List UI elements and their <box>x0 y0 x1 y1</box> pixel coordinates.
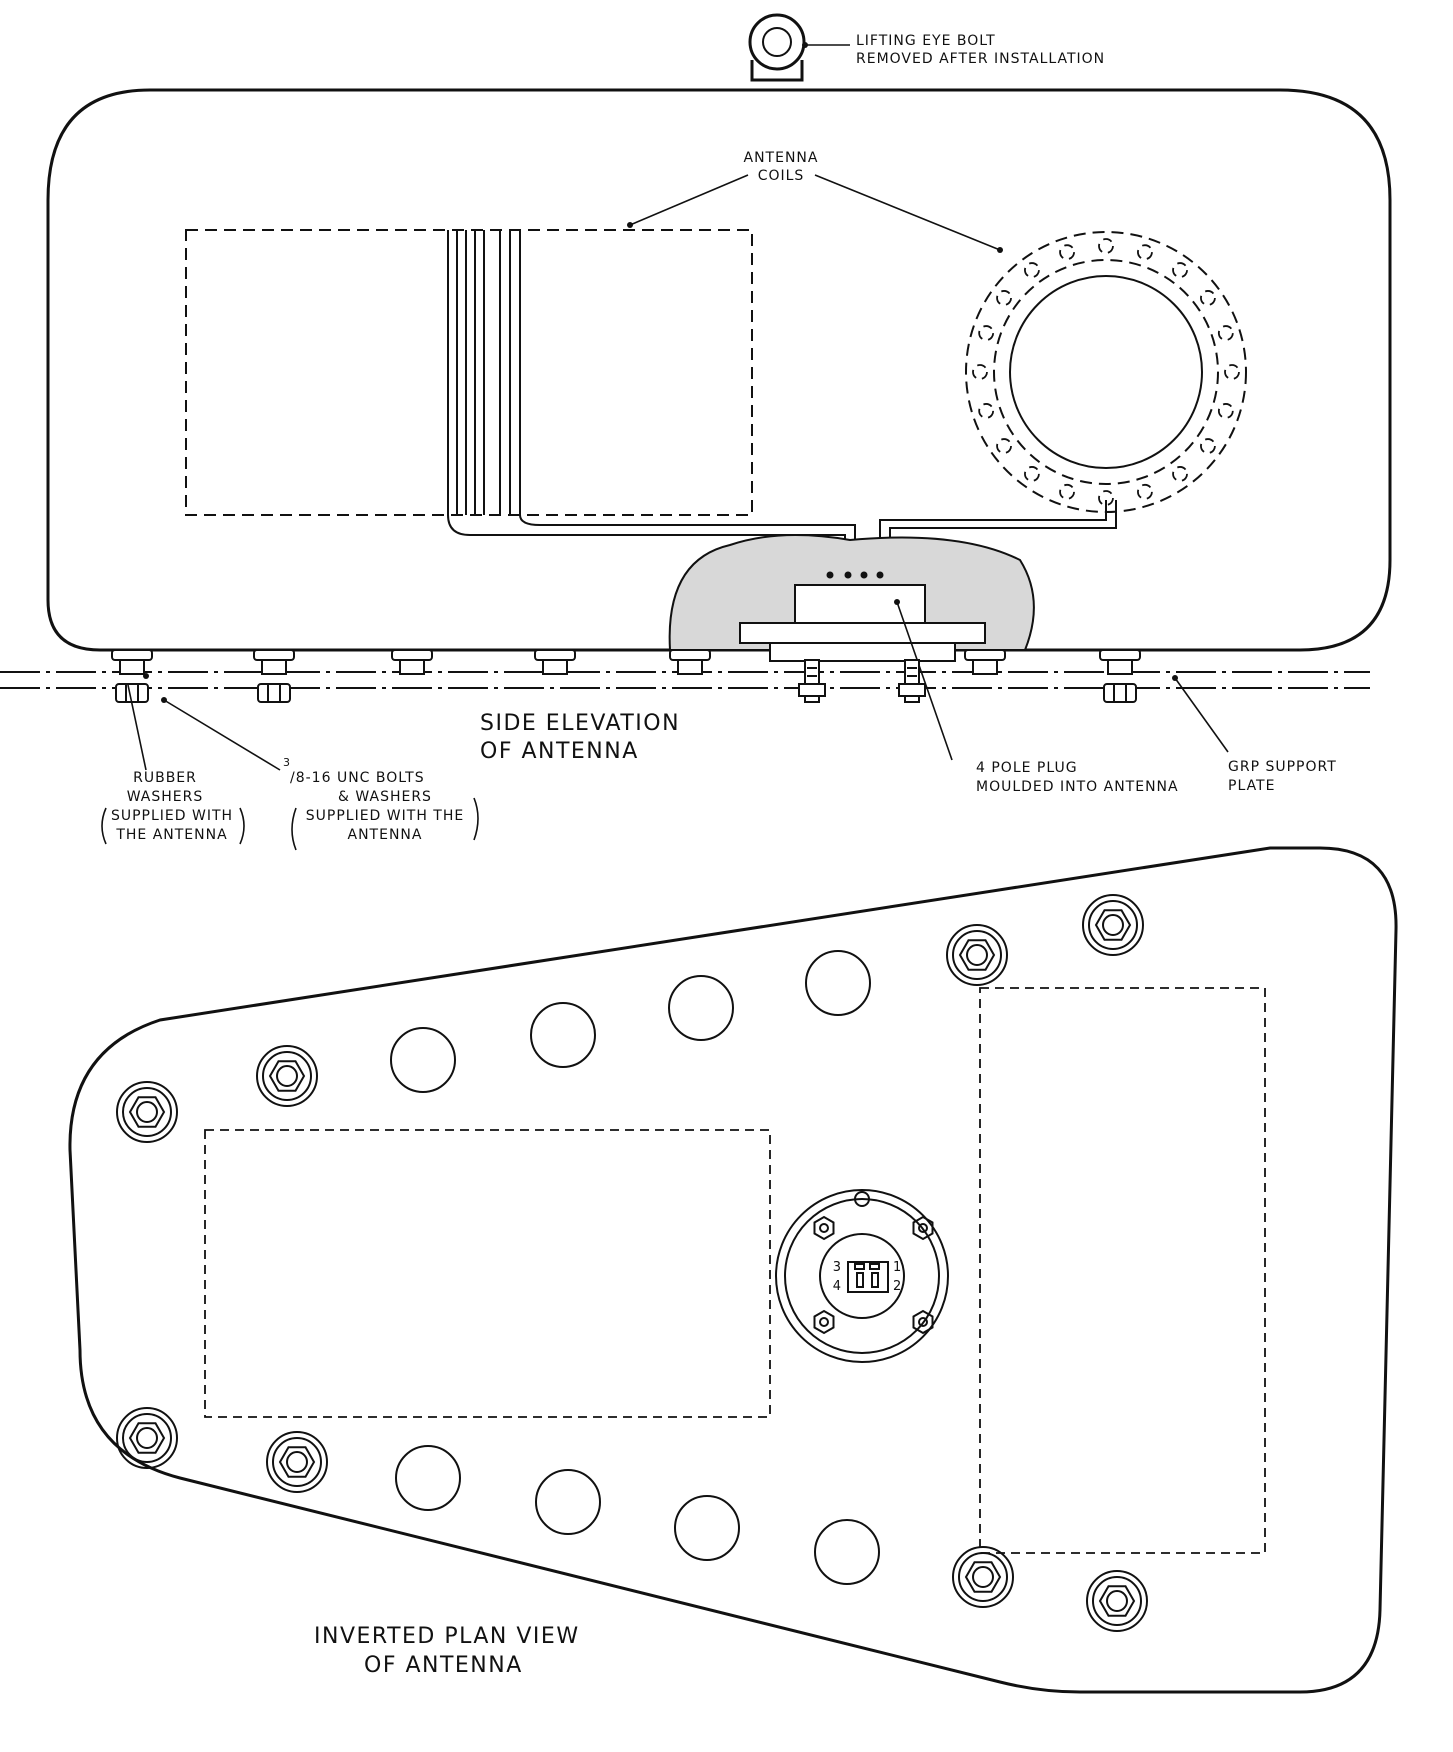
coil-winding-bundle <box>447 230 856 570</box>
bolt-head <box>116 1407 178 1469</box>
plug-studs <box>798 659 926 703</box>
bolt-head <box>116 1081 178 1143</box>
mounting-hole <box>805 950 871 1016</box>
four-pole-plug-label-1: 4 POLE PLUG <box>976 760 1078 776</box>
mounting-hole <box>390 1027 456 1093</box>
mounting-bolt <box>669 649 711 675</box>
plan-left-coil-outline <box>204 1129 771 1418</box>
unc-bolts-label-1: /8-16 UNC BOLTS <box>290 770 425 786</box>
plan-bolts <box>116 894 1148 1632</box>
bolt-head <box>256 1045 318 1107</box>
mounting-hole <box>535 1469 601 1535</box>
coil-turn-marker <box>1059 483 1075 500</box>
mounting-bolt <box>1099 649 1141 703</box>
connector-nut <box>912 1309 934 1335</box>
coil-turn-marker <box>1224 364 1240 380</box>
grp-support-plate-label-1: GRP SUPPORT <box>1228 759 1337 775</box>
mounting-hole <box>395 1445 461 1511</box>
bolt-head <box>1082 894 1144 956</box>
side-elevation-title-2: OF ANTENNA <box>480 739 639 764</box>
plan-right-coil-outline <box>979 987 1266 1554</box>
mounting-hole <box>668 975 734 1041</box>
lifting-eye-bolt-label-2: REMOVED AFTER INSTALLATION <box>856 51 1105 67</box>
coil-turn-marker <box>996 438 1012 454</box>
pin-label-2: 2 <box>893 1279 901 1294</box>
antenna-body <box>46 88 1392 652</box>
coil-turn-marker <box>1137 483 1153 500</box>
rubber-washers-label-3: SUPPLIED WITH <box>111 808 233 824</box>
coil-turn-marker <box>1024 466 1040 482</box>
mounting-hole <box>674 1495 740 1561</box>
mounting-bolt <box>391 649 433 675</box>
rubber-washers-label-4: THE ANTENNA <box>115 827 227 843</box>
left-coil-outline <box>185 229 753 516</box>
plug-pins <box>826 571 884 579</box>
bolt-head <box>1086 1570 1148 1632</box>
connector-nut <box>813 1215 835 1241</box>
bolt-head <box>946 924 1008 986</box>
plug-flange <box>739 622 986 644</box>
coil-turn-marker <box>1200 438 1216 454</box>
coil-turn-marker <box>972 364 988 380</box>
unc-bolts-superscript: 3 <box>283 756 290 769</box>
coil-turn-marker <box>978 403 995 419</box>
bolt-row <box>111 649 1141 703</box>
grp-support-plate-label-2: PLATE <box>1228 778 1275 794</box>
side-elevation: LIFTING EYE BOLT REMOVED AFTER INSTALLAT… <box>0 13 1392 851</box>
rubber-washers-label-1: RUBBER <box>133 770 197 786</box>
inverted-plan-view: 3 1 4 2 INVERTED PLAN VIEW OF ANTENNA <box>68 846 1398 1694</box>
pin-label-1: 1 <box>893 1260 901 1275</box>
plug-body <box>794 584 926 624</box>
lifting-eye-bolt <box>748 13 850 82</box>
coil-turn-marker <box>1172 262 1188 278</box>
rubber-washers-label-2: WASHERS <box>127 789 204 805</box>
plan-holes <box>390 950 880 1585</box>
coil-turn-marker <box>1217 325 1234 341</box>
four-pole-plug-label-2: MOULDED INTO ANTENNA <box>976 779 1179 795</box>
circular-coil <box>879 231 1247 570</box>
antenna-coils-label-2: COILS <box>758 168 805 184</box>
antenna-coils-label-1: ANTENNA <box>744 150 819 166</box>
pin-label-3: 3 <box>833 1260 841 1275</box>
plan-view-title-1: INVERTED PLAN VIEW <box>314 1624 580 1649</box>
coil-turn-marker <box>996 290 1012 306</box>
bolt-head <box>952 1546 1014 1608</box>
coil-turn-marker <box>1098 490 1114 506</box>
pin-label-4: 4 <box>833 1279 841 1294</box>
coil-turn-marker <box>1137 244 1153 261</box>
connector-nut <box>813 1309 835 1335</box>
coil-turn-marker <box>1024 262 1040 278</box>
unc-bolts-label-3: SUPPLIED WITH THE <box>306 808 464 824</box>
coil-turn-marker <box>1059 244 1075 261</box>
mounting-bolt <box>111 649 153 703</box>
unc-bolts-label-2: & WASHERS <box>338 789 432 805</box>
plan-outline <box>68 846 1398 1694</box>
coil-turn-marker <box>1217 403 1234 419</box>
coil-turn-marker <box>1200 290 1216 306</box>
coil-turn-marker <box>978 325 995 341</box>
mounting-bolt <box>534 649 576 675</box>
coil-turn-marker <box>1172 466 1188 482</box>
plan-view-title-2: OF ANTENNA <box>364 1653 523 1678</box>
coil-turn-marker <box>1098 238 1114 254</box>
lifting-eye-bolt-label-1: LIFTING EYE BOLT <box>856 33 996 49</box>
mounting-bolt <box>964 649 1006 675</box>
mounting-bolt <box>253 649 295 703</box>
unc-bolts-label-4: ANTENNA <box>348 827 423 843</box>
connector-nut <box>912 1215 934 1241</box>
four-pole-connector: 3 1 4 2 <box>775 1189 949 1363</box>
side-elevation-title-1: SIDE ELEVATION <box>480 711 680 736</box>
bolt-head <box>266 1431 328 1493</box>
grp-support-plate <box>0 671 1370 753</box>
mounting-hole <box>530 1002 596 1068</box>
mounting-hole <box>814 1519 880 1585</box>
